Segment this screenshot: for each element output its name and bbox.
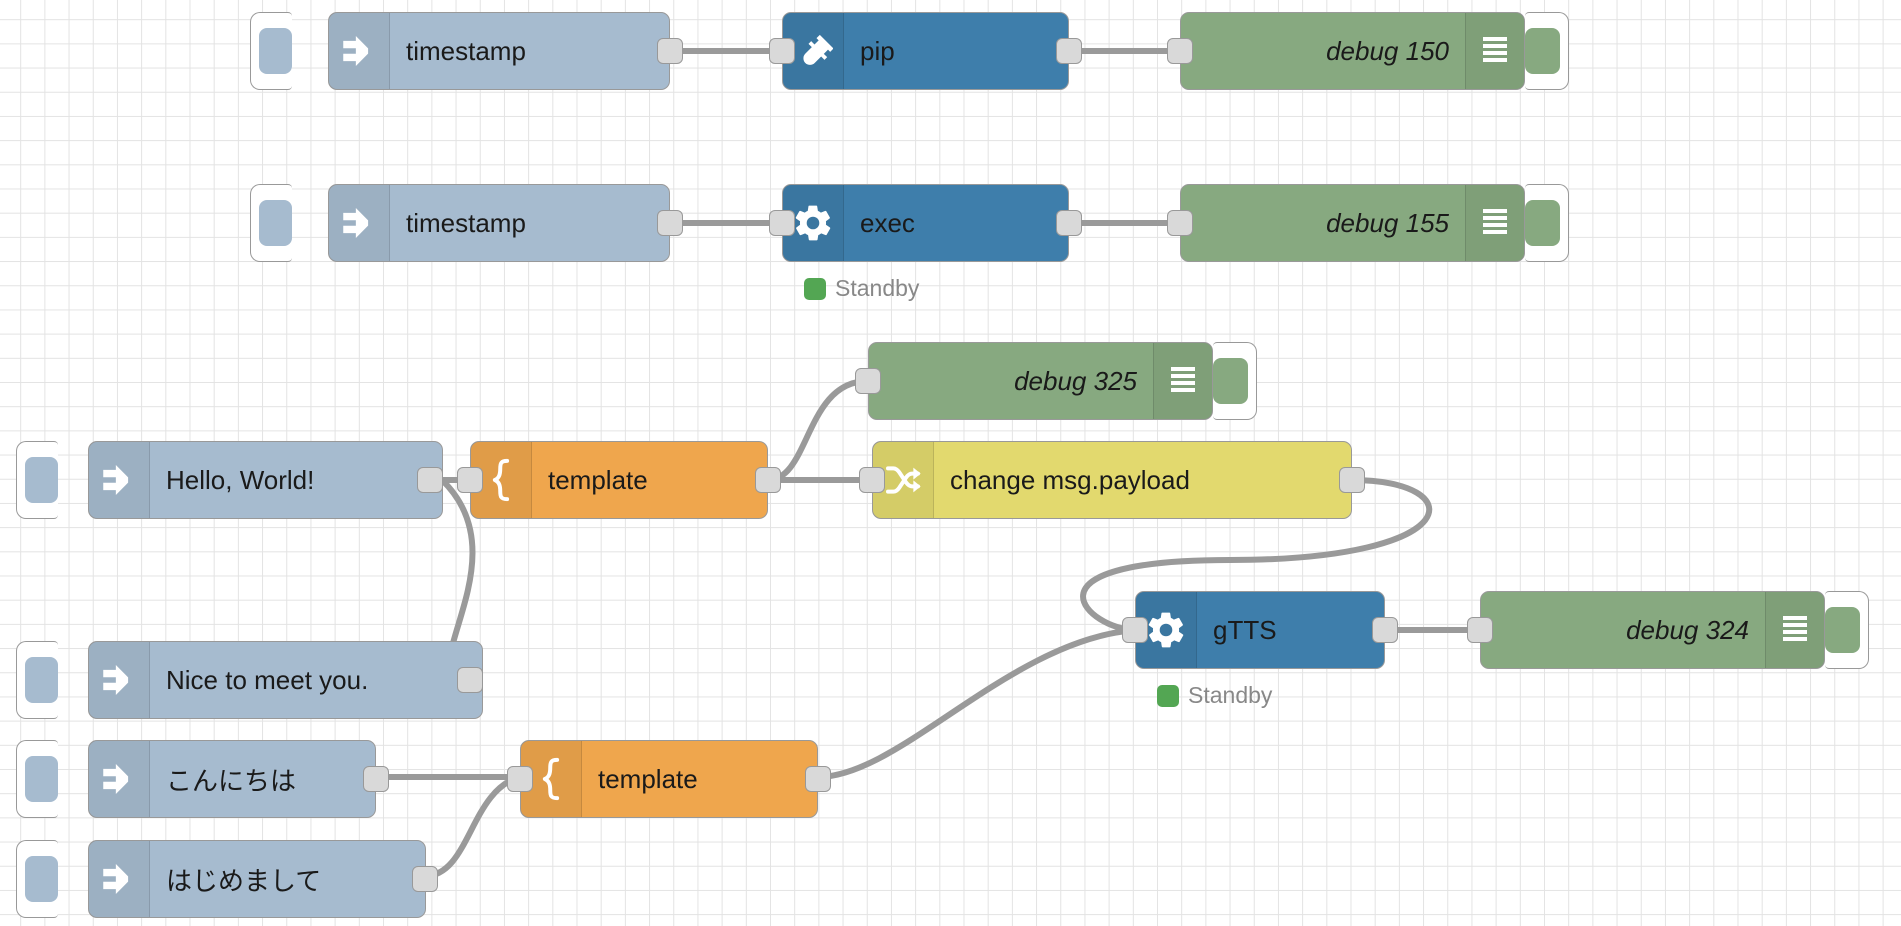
status-label: Standby — [835, 275, 920, 301]
node-label: debug 155 — [1326, 207, 1449, 238]
input-port[interactable] — [1167, 210, 1193, 236]
output-port[interactable] — [1056, 38, 1082, 64]
inject-arrow-icon — [89, 841, 150, 917]
node-debug-324[interactable]: debug 324 — [1480, 591, 1825, 669]
node-debug-325[interactable]: debug 325 — [868, 342, 1213, 420]
node-inject-nice-to-meet-you[interactable]: Nice to meet you. — [88, 641, 483, 719]
node-pip[interactable]: pip — [782, 12, 1069, 90]
node-label: Nice to meet you. — [166, 664, 369, 695]
node-change-msg-payload[interactable]: change msg.payload — [872, 441, 1352, 519]
output-port[interactable] — [412, 866, 438, 892]
node-debug-150[interactable]: debug 150 — [1180, 12, 1525, 90]
debug-toggle-button-150[interactable] — [1525, 12, 1569, 90]
debug-toggle-button-325[interactable] — [1213, 342, 1257, 420]
wire-hajimemashite-to-template2 — [422, 774, 523, 879]
node-label: debug 324 — [1626, 614, 1749, 645]
status-dot-icon — [804, 277, 826, 300]
output-port[interactable] — [1339, 467, 1365, 493]
input-port[interactable] — [1167, 38, 1193, 64]
inject-trigger-button-face — [25, 457, 58, 503]
node-label: gTTS — [1213, 614, 1277, 645]
inject-trigger-button-2[interactable] — [250, 184, 292, 262]
node-template-1[interactable]: template — [470, 441, 768, 519]
output-port[interactable] — [417, 467, 443, 493]
node-label: timestamp — [406, 207, 526, 238]
node-label: debug 325 — [1014, 365, 1137, 396]
input-port[interactable] — [859, 467, 885, 493]
inject-trigger-button-konnichiwa[interactable] — [16, 740, 58, 818]
debug-toggle-button-face — [1213, 358, 1248, 404]
wire-template2-to-gtts — [815, 627, 1138, 780]
node-label: change msg.payload — [950, 464, 1190, 495]
input-port[interactable] — [855, 368, 881, 394]
node-inject-timestamp-1[interactable]: timestamp — [328, 12, 670, 90]
inject-trigger-button-hello[interactable] — [16, 441, 58, 519]
inject-arrow-icon — [89, 642, 150, 718]
output-port[interactable] — [657, 210, 683, 236]
node-inject-timestamp-2[interactable]: timestamp — [328, 184, 670, 262]
input-port[interactable] — [1467, 617, 1493, 643]
node-gtts[interactable]: gTTS — [1135, 591, 1385, 669]
node-template-2[interactable]: template — [520, 740, 818, 818]
hamburger-icon — [1465, 185, 1524, 261]
output-port[interactable] — [657, 38, 683, 64]
debug-toggle-button-face — [1525, 28, 1560, 74]
status-badge-exec: Standby — [804, 275, 919, 302]
input-port[interactable] — [1122, 617, 1148, 643]
output-port[interactable] — [363, 766, 389, 792]
inject-trigger-button-nice[interactable] — [16, 641, 58, 719]
debug-toggle-button-155[interactable] — [1525, 184, 1569, 262]
inject-trigger-button-hajimemashite[interactable] — [16, 840, 58, 918]
gear-icon — [783, 185, 844, 261]
node-label: pip — [860, 35, 895, 66]
output-port[interactable] — [755, 467, 781, 493]
output-port[interactable] — [457, 667, 483, 693]
node-label: timestamp — [406, 35, 526, 66]
node-label: exec — [860, 207, 915, 238]
hamburger-icon — [1153, 343, 1212, 419]
input-port[interactable] — [769, 210, 795, 236]
node-label: はじめまして — [166, 865, 322, 896]
node-inject-hello-world[interactable]: Hello, World! — [88, 441, 443, 519]
inject-arrow-icon — [329, 185, 390, 261]
node-inject-hajimemashite[interactable]: はじめまして — [88, 840, 426, 918]
inject-trigger-button-face — [25, 856, 58, 902]
status-badge-gtts: Standby — [1157, 682, 1272, 709]
status-label: Standby — [1188, 682, 1273, 708]
inject-trigger-button-face — [25, 756, 58, 802]
node-debug-155[interactable]: debug 155 — [1180, 184, 1525, 262]
node-label: template — [548, 464, 648, 495]
node-label: こんにちは — [166, 765, 297, 796]
output-port[interactable] — [1372, 617, 1398, 643]
node-label: Hello, World! — [166, 464, 315, 495]
input-port[interactable] — [769, 38, 795, 64]
node-label: debug 150 — [1326, 35, 1449, 66]
inject-arrow-icon — [329, 13, 390, 89]
debug-toggle-button-324[interactable] — [1825, 591, 1869, 669]
input-port[interactable] — [457, 467, 483, 493]
debug-toggle-button-face — [1825, 607, 1860, 653]
hamburger-icon — [1465, 13, 1524, 89]
inject-trigger-button-face — [25, 657, 58, 703]
hamburger-icon — [1765, 592, 1824, 668]
wire-template1-to-debug325 — [765, 378, 871, 483]
input-port[interactable] — [507, 766, 533, 792]
inject-trigger-button-face — [259, 200, 292, 246]
node-label: template — [598, 763, 698, 794]
debug-toggle-button-face — [1525, 200, 1560, 246]
node-exec[interactable]: exec — [782, 184, 1069, 262]
inject-arrow-icon — [89, 741, 150, 817]
inject-trigger-button-1[interactable] — [250, 12, 292, 90]
node-inject-konnichiwa[interactable]: こんにちは — [88, 740, 376, 818]
output-port[interactable] — [805, 766, 831, 792]
status-dot-icon — [1157, 684, 1179, 707]
output-port[interactable] — [1056, 210, 1082, 236]
inject-trigger-button-face — [259, 28, 292, 74]
inject-arrow-icon — [89, 442, 150, 518]
